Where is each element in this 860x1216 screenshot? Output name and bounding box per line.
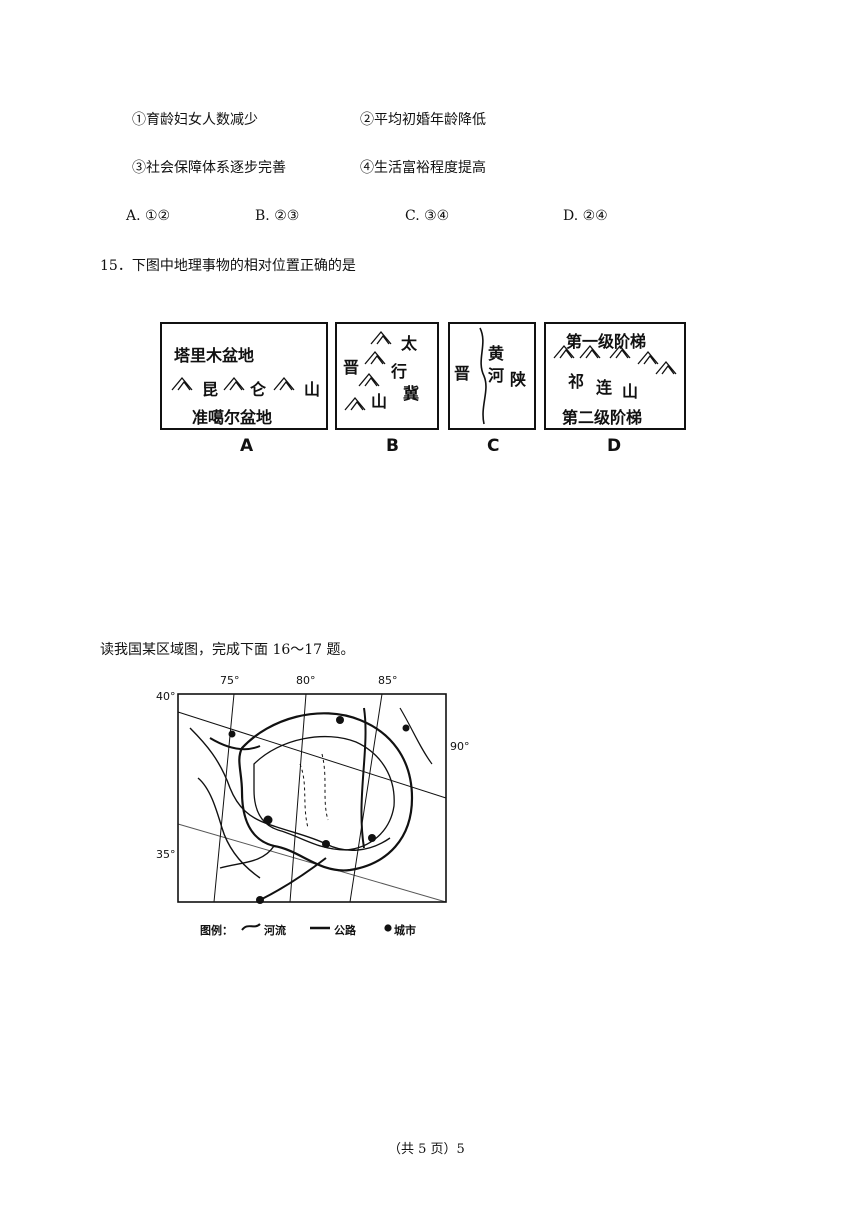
map-drawing <box>177 693 447 932</box>
choice-a: A. ①② <box>126 208 171 224</box>
panel-b-char-5: 山 <box>371 392 388 411</box>
lon-80-label: 80° <box>296 674 316 687</box>
panel-c-right-label: 陕 <box>510 370 527 389</box>
panel-c: 晋 黄 河 陕 <box>448 322 536 430</box>
panel-a: 塔里木盆地 昆 仑 山 准噶尔盆地 <box>160 322 328 430</box>
option-2: ②平均初婚年龄降低 <box>360 112 486 128</box>
legend-title: 图例： <box>200 924 233 937</box>
legend-river: 河流 <box>264 924 286 937</box>
panel-b-char-2: 晋 <box>343 358 360 377</box>
choice-d: D. ②④ <box>563 208 608 224</box>
panel-d-bottom-label: 第二级阶梯 <box>562 408 643 427</box>
mountain-icons <box>344 330 392 411</box>
panel-d-top-label: 第一级阶梯 <box>566 332 647 351</box>
panel-b-char-3: 行 <box>391 362 408 381</box>
option-3: ③社会保障体系逐步完善 <box>132 160 286 176</box>
question-15-stem: 15．下图中地理事物的相对位置正确的是 <box>100 258 356 274</box>
panel-a-bottom-label: 准噶尔盆地 <box>192 408 273 427</box>
panel-b: 太 晋 行 冀 山 <box>335 322 439 430</box>
lon-75-label: 75° <box>220 674 240 687</box>
panel-b-letter: B <box>386 436 399 456</box>
panel-a-char-2: 仑 <box>250 380 267 399</box>
page-footer: （共 5 页）5 <box>388 1142 465 1157</box>
panel-a-letter: A <box>240 436 254 456</box>
legend-road: 公路 <box>334 924 356 937</box>
panel-b-char-1: 太 <box>401 334 418 353</box>
mountain-icons <box>553 344 677 375</box>
panel-c-char-1: 黄 <box>488 344 505 363</box>
panel-d-char-2: 连 <box>596 378 613 397</box>
panel-c-left-label: 晋 <box>454 364 471 383</box>
panel-d-char-3: 山 <box>622 382 639 401</box>
river-line <box>479 327 487 425</box>
panel-a-top-label: 塔里木盆地 <box>174 346 255 365</box>
lat-35-label: 35° <box>156 848 176 861</box>
panel-d-letter: D <box>607 436 622 456</box>
region-map: 75° 80° 85° 90° 40° 35° 图例： 河流 公路 城市 <box>150 668 470 948</box>
lat-40-label: 40° <box>156 690 176 703</box>
panel-a-char-1: 昆 <box>202 380 219 399</box>
panel-a-char-3: 山 <box>304 380 321 399</box>
option-1: ①育龄妇女人数减少 <box>132 112 258 128</box>
option-4: ④生活富裕程度提高 <box>360 160 486 176</box>
panel-b-char-4: 冀 <box>403 384 420 403</box>
choice-b: B. ②③ <box>255 208 300 224</box>
mountain-icons <box>171 376 295 391</box>
panel-d-char-1: 祁 <box>568 372 585 391</box>
panel-d: 第一级阶梯 祁 连 山 第二级阶梯 <box>544 322 686 430</box>
legend-city: 城市 <box>394 924 416 937</box>
panel-c-letter: C <box>487 436 500 456</box>
lon-90-label: 90° <box>450 740 470 753</box>
lon-85-label: 85° <box>378 674 398 687</box>
choice-c: C. ③④ <box>405 208 450 224</box>
panel-c-char-2: 河 <box>488 366 505 385</box>
question-16-17-intro: 读我国某区域图，完成下面 16～17 题。 <box>100 642 355 658</box>
